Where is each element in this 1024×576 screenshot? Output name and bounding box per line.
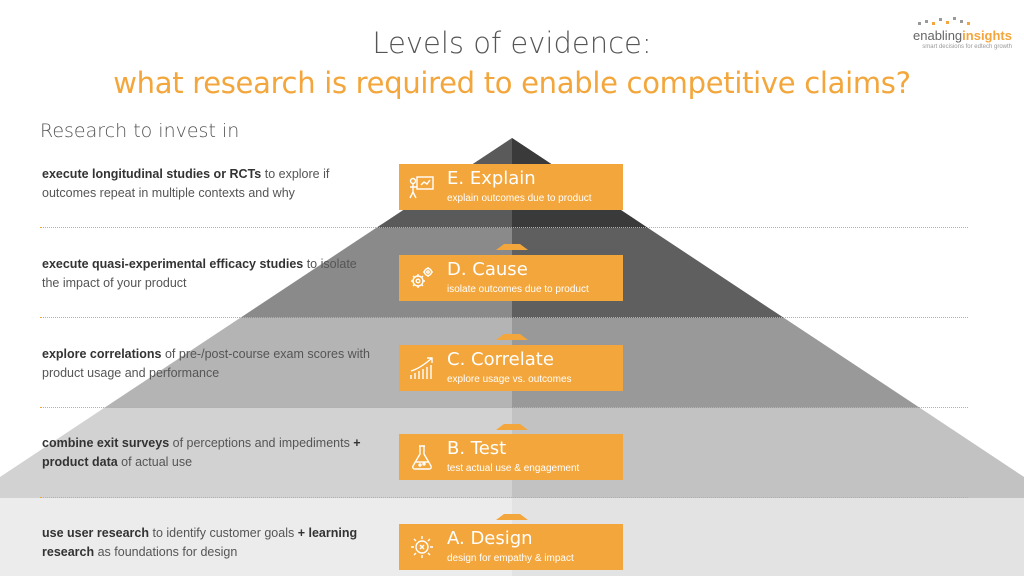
description-b: combine exit surveys of perceptions and … — [42, 436, 361, 469]
description-d: execute quasi-experimental efficacy stud… — [42, 257, 357, 290]
level-sub-e: explain outcomes due to product — [447, 193, 592, 204]
row-separator — [40, 497, 968, 498]
level-name-b: B. Test — [447, 438, 507, 459]
row-separator — [40, 227, 968, 228]
logo-word-plain: enabling — [913, 28, 963, 43]
level-name-a: A. Design — [447, 528, 533, 549]
level-box-a: A. Design design for empathy & impact — [399, 524, 623, 570]
lightbulb-icon — [411, 536, 433, 558]
pyramid-band-a-shade — [512, 498, 1024, 576]
description-e: execute longitudinal studies or RCTs to … — [42, 167, 330, 200]
level-sub-d: isolate outcomes due to product — [447, 284, 589, 295]
up-arrow-b-c — [496, 424, 528, 430]
level-sub-a: design for empathy & impact — [447, 553, 574, 564]
up-arrow-a-b — [496, 514, 528, 520]
growth-chart-icon — [410, 357, 433, 379]
row-separator — [40, 407, 968, 408]
row-separator — [40, 317, 968, 318]
presentation-board-icon — [409, 176, 434, 199]
flask-icon — [412, 445, 432, 470]
logo-word-bold: insights — [962, 28, 1012, 43]
level-sub-c: explore usage vs. outcomes — [447, 374, 572, 385]
level-box-b: B. Test test actual use & engagement — [399, 434, 623, 480]
up-arrow-c-d — [496, 334, 528, 340]
description-c: explore correlations of pre-/post-course… — [42, 347, 370, 380]
page-subtitle-question: what research is required to enable comp… — [113, 66, 911, 100]
level-box-c: C. Correlate explore usage vs. outcomes — [399, 345, 623, 391]
level-name-e: E. Explain — [447, 168, 536, 189]
section-heading: Research to invest in — [40, 120, 240, 142]
level-sub-b: test actual use & engagement — [447, 463, 580, 474]
level-name-d: D. Cause — [447, 259, 528, 280]
up-arrow-d-e — [496, 244, 528, 250]
pyramid-band-b-shade — [512, 408, 1024, 498]
logo-tagline: smart decisions for edtech growth — [922, 44, 1012, 50]
description-a: use user research to identify customer g… — [42, 526, 358, 559]
gears-icon — [411, 267, 433, 288]
page-title: Levels of evidence: — [372, 26, 652, 60]
logo-dots-icon — [918, 17, 970, 25]
level-box-d: D. Cause isolate outcomes due to product — [399, 255, 623, 301]
level-name-c: C. Correlate — [447, 349, 554, 370]
level-box-e: E. Explain explain outcomes due to produ… — [399, 164, 623, 210]
